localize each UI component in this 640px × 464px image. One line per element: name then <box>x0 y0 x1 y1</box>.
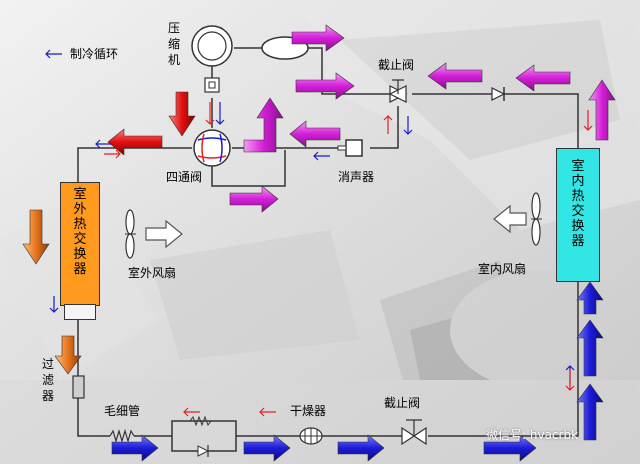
indoor-airflow-arrow <box>493 204 527 234</box>
blue-arrow-right <box>483 434 537 462</box>
pink-arrow-bent <box>243 97 284 153</box>
compressor <box>191 25 233 93</box>
compressor-label: 压缩机 <box>167 21 180 67</box>
stop-valve-top-label: 截止阀 <box>378 58 415 72</box>
indoor-fan-label: 室内风扇 <box>478 262 527 276</box>
bypass-check-valve <box>197 445 210 457</box>
filter <box>72 375 85 399</box>
dryer-label: 干燥器 <box>290 404 327 418</box>
pink-arrow-right <box>291 24 345 52</box>
outdoor-fan-label: 室外风扇 <box>128 266 177 280</box>
filter-label: 过滤器 <box>41 357 54 403</box>
watermark: 微信号: hvacrbk <box>486 428 579 442</box>
outdoor-heat-exchanger: 室外热交换器 <box>60 182 100 306</box>
capillary-coil-upper <box>189 415 212 427</box>
red-arrow-down <box>168 91 196 137</box>
pink-arrow-up <box>588 79 616 141</box>
blue-arrow-right <box>111 434 159 462</box>
red-arrow-left <box>107 128 163 156</box>
outdoor-hx-base <box>64 304 96 320</box>
outdoor-airflow-arrow <box>145 219 183 249</box>
outdoor-hx-label: 室外热交换器 <box>73 187 87 277</box>
muffler-label: 消声器 <box>338 170 375 184</box>
indoor-hx-label: 室内热交换器 <box>571 159 585 249</box>
stop-valve-bottom-label: 截止阀 <box>384 396 421 410</box>
outdoor-fan <box>125 209 136 259</box>
capillary-tube <box>109 428 135 444</box>
legend-label: 制冷循环 <box>70 47 119 61</box>
blue-arrow-up <box>576 383 604 441</box>
indoor-fan <box>531 192 542 246</box>
dryer <box>299 427 323 445</box>
stop-valve-bottom <box>401 419 427 446</box>
pink-arrow-left <box>289 120 341 148</box>
muffler <box>345 139 363 157</box>
four-way-valve-label: 四通阀 <box>166 170 203 184</box>
flow-direction-arrows <box>45 49 593 417</box>
capillary-label: 毛细管 <box>104 404 141 418</box>
indoor-heat-exchanger: 室内热交换器 <box>556 148 600 282</box>
pink-arrow-right <box>229 185 279 213</box>
orange-arrow-down <box>54 335 82 375</box>
block-arrows <box>22 24 616 462</box>
check-valve <box>491 87 506 101</box>
blue-arrow-up <box>576 281 604 315</box>
four-way-valve <box>193 129 231 167</box>
legend-arrow <box>45 49 62 59</box>
blue-arrow-up <box>576 319 604 377</box>
blue-arrow-right <box>243 434 291 462</box>
pink-arrow-right <box>295 72 355 100</box>
pink-arrow-left <box>427 62 483 90</box>
stop-valve-top <box>388 79 408 103</box>
blue-arrow-right <box>337 434 385 462</box>
pink-arrow-left <box>515 64 571 92</box>
orange-arrow-down <box>22 209 50 265</box>
